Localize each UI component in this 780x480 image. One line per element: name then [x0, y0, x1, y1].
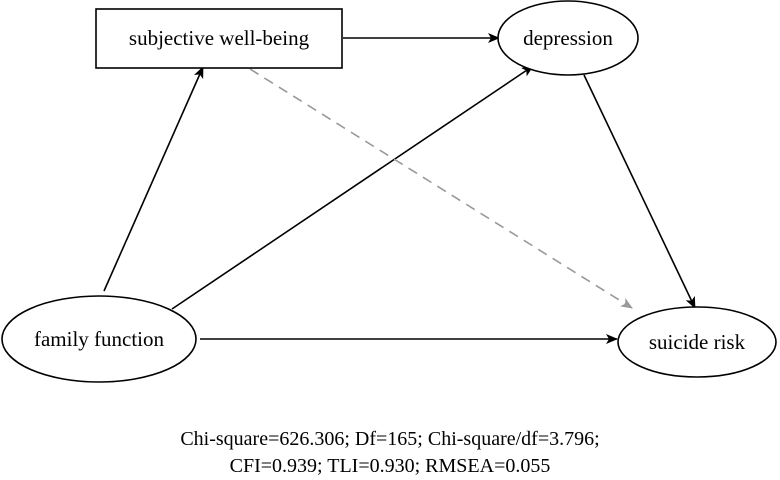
node-suicide-risk-label: suicide risk [649, 330, 746, 354]
node-depression: depression [497, 0, 639, 76]
node-subjective-well-being-label: subjective well-being [129, 26, 310, 50]
node-family-function-label: family function [34, 327, 165, 351]
node-family-function-ellipse [1, 295, 197, 383]
node-suicide-risk: suicide risk [617, 306, 777, 378]
fit-indices-line-1: Chi-square=626.306; Df=165; Chi-square/d… [180, 428, 600, 450]
path-family-function-to-subjective-well-being [103, 66, 204, 292]
node-subjective-well-being-box [95, 8, 343, 69]
path-family-function-to-depression [171, 65, 534, 310]
path-depression-to-suicide-risk [583, 74, 696, 309]
fit-indices-line-2: CFI=0.939; TLI=0.930; RMSEA=0.055 [229, 455, 551, 477]
node-depression-ellipse [497, 0, 639, 76]
node-subjective-well-being: subjective well-being [95, 8, 343, 69]
node-family-function: family function [1, 295, 197, 383]
node-suicide-risk-ellipse [617, 306, 777, 378]
node-depression-label: depression [523, 26, 613, 50]
path-subjective-well-being-to-suicide-risk-dashed [249, 68, 633, 309]
